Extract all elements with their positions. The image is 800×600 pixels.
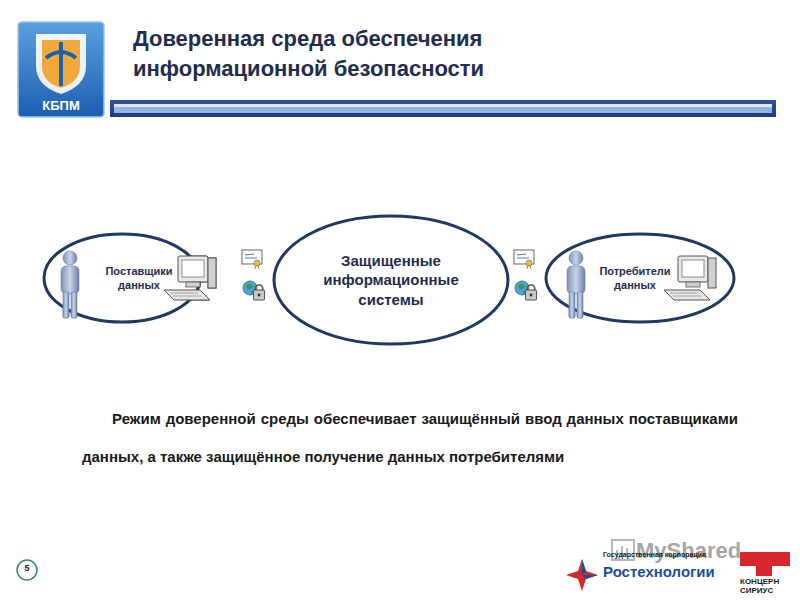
sirius-logo: [740, 552, 790, 576]
ellipse-shape: [274, 216, 508, 344]
title-bar-shine: [114, 104, 772, 107]
ellipse-outline: [42, 232, 202, 324]
ellipse-node: Потребители данных: [544, 232, 736, 324]
slide-title: Доверенная среда обеспечения информацион…: [133, 24, 553, 84]
ellipse-shape: [44, 234, 200, 322]
title-bar: [110, 100, 776, 117]
corp-caption: Государственная корпорация: [603, 551, 743, 559]
logo-text: КБПМ: [18, 98, 104, 114]
node-label: Защищенные информационные системы: [296, 251, 486, 310]
title-bar-inner: [114, 104, 772, 113]
logo-plate: [18, 22, 104, 117]
ellipse-node: Поставщики данных: [42, 232, 202, 324]
logo-shield-inner: [42, 40, 80, 88]
logo-emblem: [46, 42, 76, 86]
node-label: Поставщики данных: [100, 264, 178, 293]
node-label: Потребители данных: [594, 264, 676, 293]
rostech-star: [566, 559, 598, 591]
body-text: Режим доверенной среды обеспечивает защи…: [82, 400, 738, 476]
ellipse-shape: [546, 234, 734, 322]
page-number: 5: [17, 563, 37, 574]
rostech-name: Ростехнологии: [603, 563, 733, 581]
ellipse-node: Защищенные информационные системы: [272, 214, 510, 346]
page-circle: [17, 560, 37, 580]
logo-shield: [36, 34, 86, 94]
sirius-name: КОНЦЕРН СИРИУС: [740, 577, 792, 595]
ellipse-outline: [544, 232, 736, 324]
